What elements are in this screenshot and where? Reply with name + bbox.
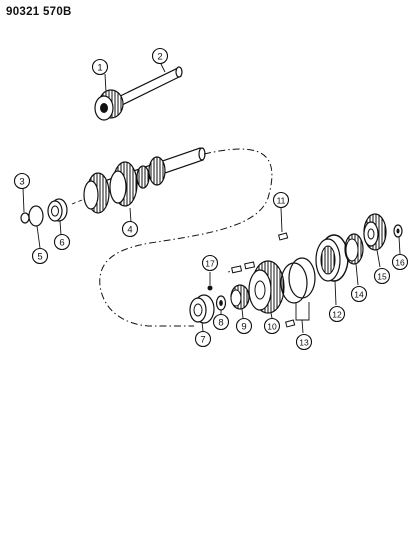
part-12-clutch-sleeve	[315, 234, 349, 306]
callout-circle-15	[373, 267, 391, 285]
callout-label-7: 7	[200, 335, 205, 346]
callout-circle-14	[350, 285, 368, 303]
part-11-key	[278, 207, 289, 241]
callout-circle-11	[272, 191, 290, 209]
part-5-snap-ring	[28, 205, 44, 249]
callout-label-9: 9	[241, 322, 246, 333]
callout-label-1: 1	[97, 63, 102, 74]
callout-circle-17	[201, 254, 219, 272]
callout-circle-5	[31, 247, 49, 265]
callout-circle-2	[151, 47, 169, 65]
callout-circle-6	[53, 233, 71, 251]
callout-label-17: 17	[205, 259, 215, 269]
callout-circle-16	[391, 253, 409, 271]
part-15-gear	[363, 213, 387, 268]
part-7-bearing	[189, 294, 215, 332]
callout-label-13: 13	[299, 338, 309, 348]
assembly-path-line	[99, 148, 273, 327]
part-4-cluster-shaft	[71, 147, 206, 223]
callout-label-4: 4	[127, 225, 132, 236]
callout-label-11: 11	[277, 196, 286, 206]
part-3-ring	[20, 187, 30, 224]
callout-label-8: 8	[218, 318, 223, 329]
callout-circle-1	[91, 58, 109, 76]
callout-circle-12	[328, 305, 346, 323]
callout-label-14: 14	[354, 290, 364, 300]
callout-label-15: 15	[377, 272, 387, 282]
callout-label-3: 3	[19, 177, 24, 188]
part-17-ball	[207, 272, 213, 291]
part-16-washer	[393, 224, 403, 255]
callout-circle-3	[13, 172, 31, 190]
part-9-needle-bearing	[227, 261, 256, 319]
callout-label-16: 16	[395, 258, 405, 268]
part-8-washer	[215, 295, 227, 314]
callout-circle-4	[121, 220, 139, 238]
part-10-gear	[248, 260, 285, 319]
callout-label-12: 12	[332, 310, 342, 320]
callout-label-10: 10	[267, 322, 277, 332]
callout-label-2: 2	[157, 52, 162, 63]
callout-label-6: 6	[59, 238, 64, 249]
part-13-synchro-rings	[280, 257, 316, 334]
callout-label-5: 5	[37, 252, 42, 263]
callout-circle-13	[295, 333, 313, 351]
part-14-synchro-ring	[344, 233, 364, 286]
callout-circle-8	[212, 313, 230, 331]
callout-circle-9	[235, 317, 253, 335]
part-6-bearing	[47, 198, 68, 236]
diagram-reference-number: 90321 570B	[6, 6, 72, 18]
callout-circle-7	[194, 330, 212, 348]
callout-circle-10	[263, 317, 281, 335]
